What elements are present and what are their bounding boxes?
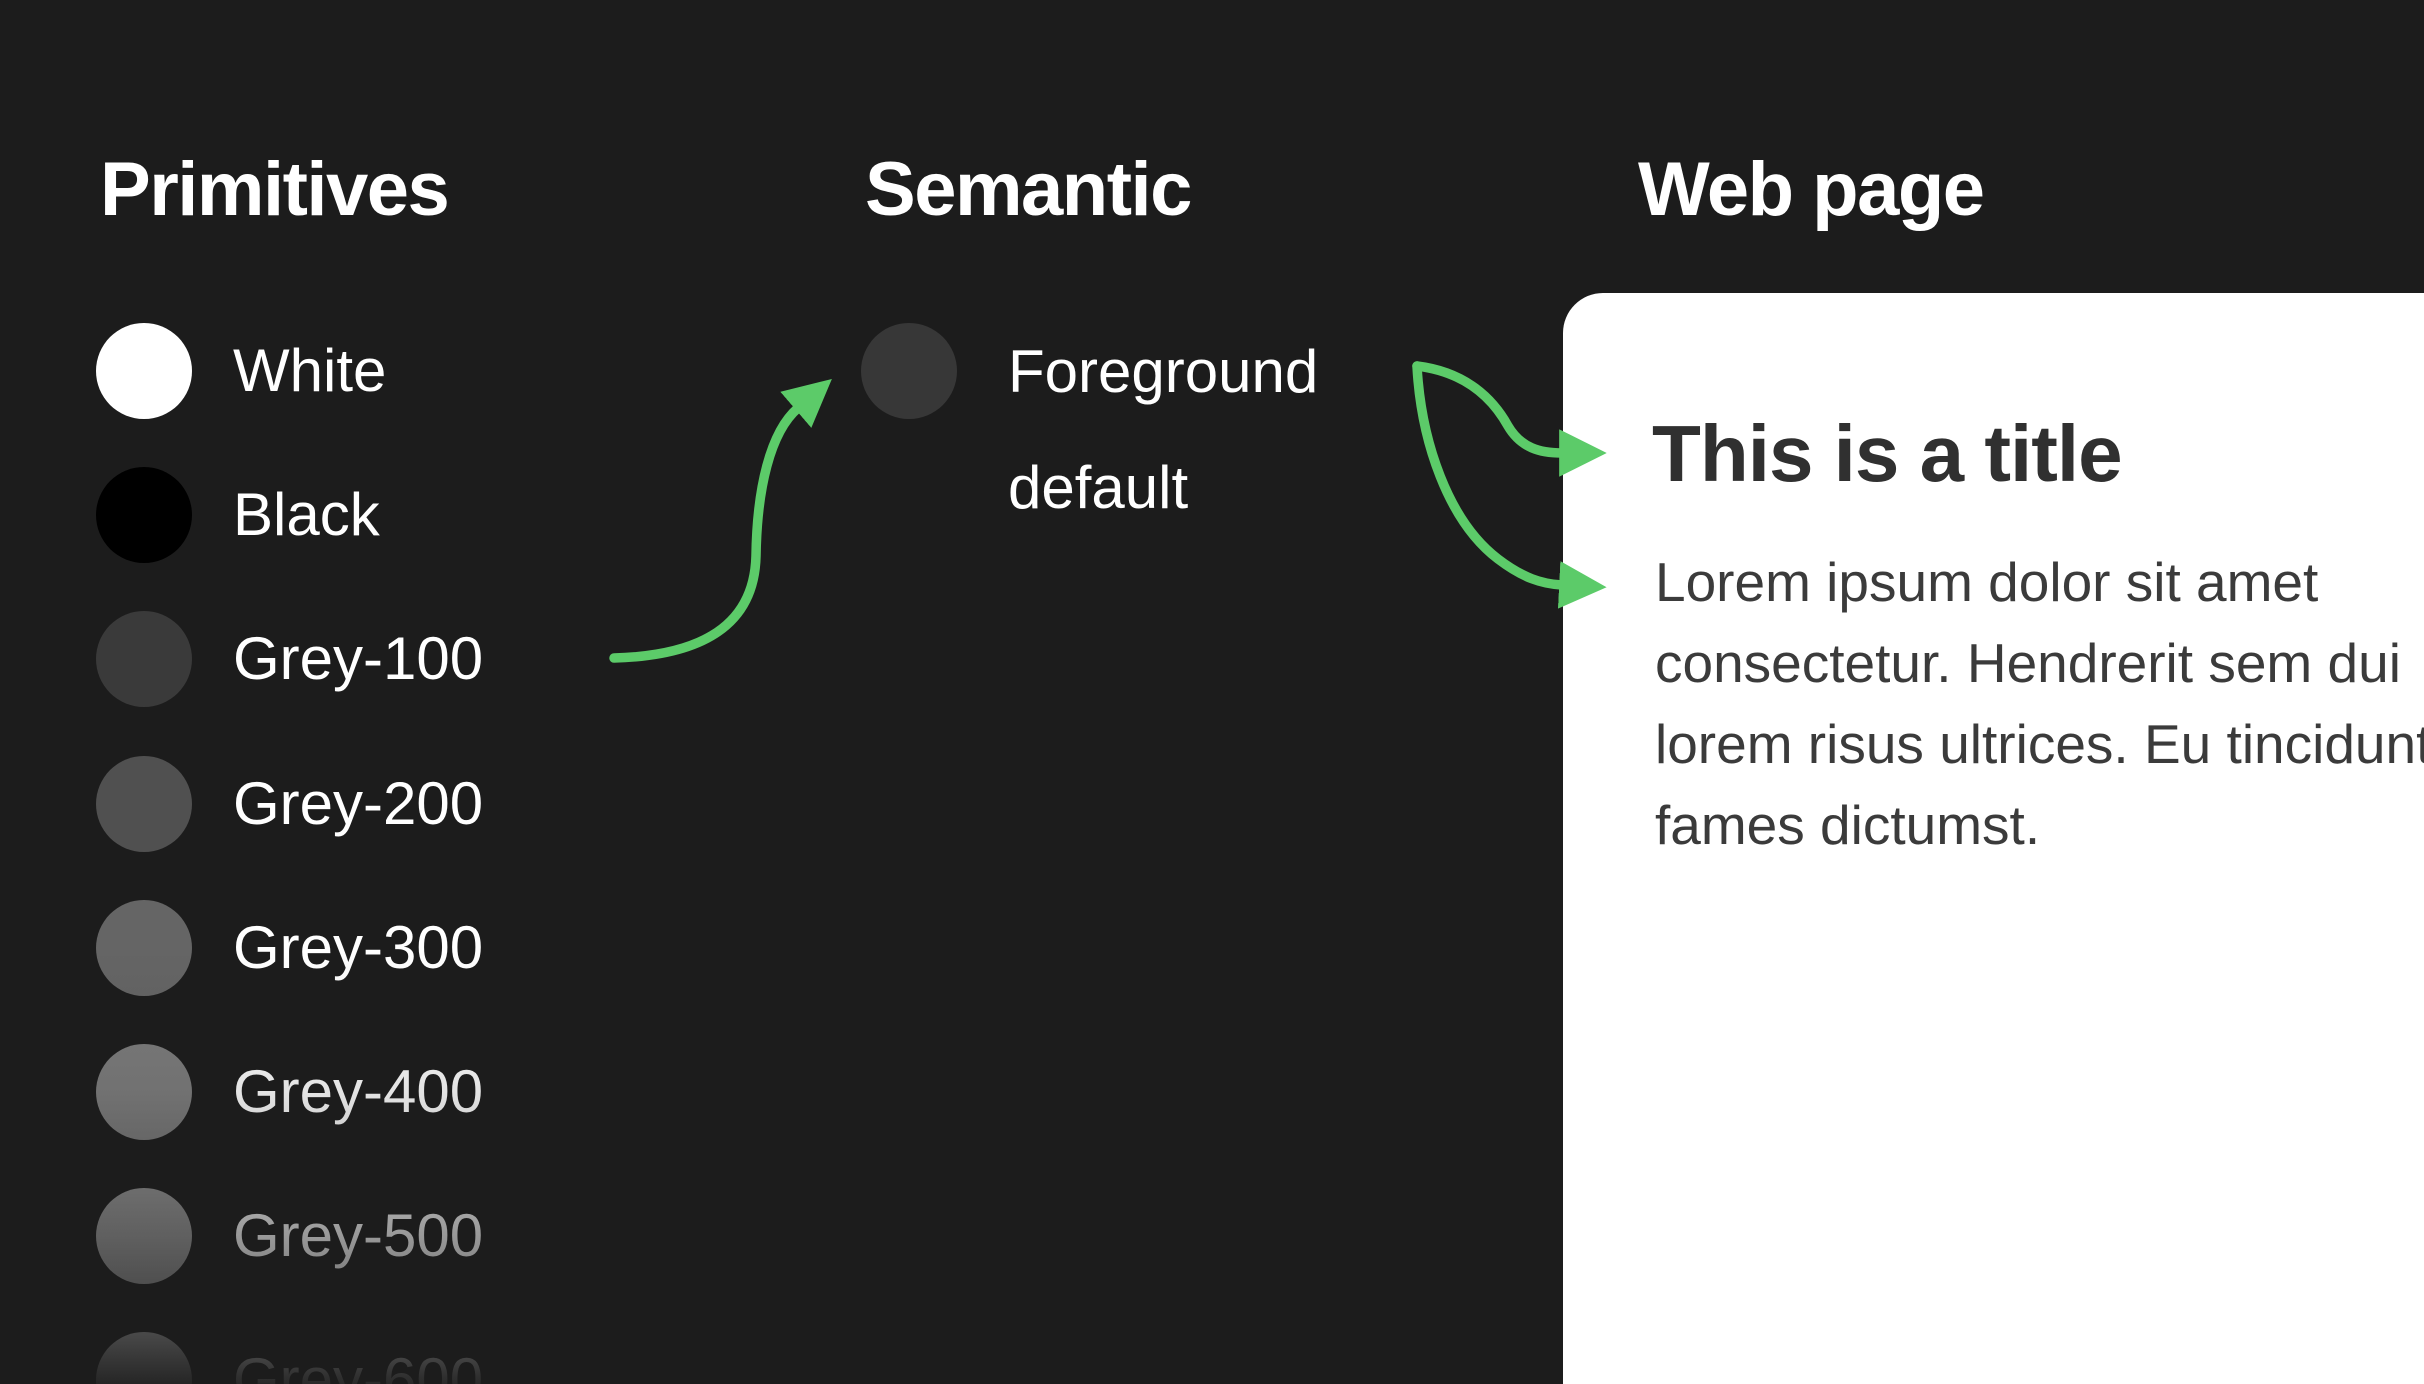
card-title: This is a title bbox=[1652, 409, 2123, 498]
arrow-foreground-to-paragraph bbox=[1412, 361, 1607, 609]
foreground-default-label-line2: default bbox=[1008, 454, 1189, 521]
foreground-default-label-line1: Foreground bbox=[1008, 338, 1319, 405]
grey-300-swatch-circle bbox=[96, 900, 192, 996]
swatch-label: Black bbox=[233, 481, 380, 548]
swatch-label: Grey-300 bbox=[233, 914, 484, 981]
grey-400-swatch-circle bbox=[96, 1044, 192, 1140]
card-body-line: fames dictumst. bbox=[1655, 794, 2041, 856]
webpage-card bbox=[1563, 293, 2424, 1384]
white-swatch-circle bbox=[96, 323, 192, 419]
swatch-row-grey-300: Grey-300 bbox=[96, 900, 483, 996]
swatch-row-white: White bbox=[96, 323, 386, 419]
card-body-paragraph: Lorem ipsum dolor sit amet consectetur. … bbox=[1655, 542, 2424, 866]
card-body-line: Lorem ipsum dolor sit amet bbox=[1655, 551, 2319, 613]
swatch-row-grey-200: Grey-200 bbox=[96, 756, 483, 852]
black-swatch-circle bbox=[96, 467, 192, 563]
grey-600-swatch-circle bbox=[96, 1332, 192, 1384]
swatch-label: White bbox=[233, 337, 387, 404]
arrow-grey100-to-foreground bbox=[609, 378, 832, 663]
grey-100-swatch-circle bbox=[96, 611, 192, 707]
swatch-row-grey-400: Grey-400 bbox=[96, 1044, 483, 1140]
primitives-heading: Primitives bbox=[100, 147, 450, 232]
card-body-line: lorem risus ultrices. Eu tincidunt bbox=[1655, 713, 2424, 775]
swatch-label: Grey-100 bbox=[233, 625, 484, 692]
webpage-heading: Web page bbox=[1638, 147, 1985, 232]
swatch-row-black: Black bbox=[96, 467, 380, 563]
bottom-fade-overlay bbox=[0, 950, 1030, 1384]
grey-200-swatch-circle bbox=[96, 756, 192, 852]
swatch-row-grey-100: Grey-100 bbox=[96, 611, 483, 707]
swatch-row-grey-500: Grey-500 bbox=[96, 1188, 483, 1284]
grey-500-swatch-circle bbox=[96, 1188, 192, 1284]
foreground-default-swatch-circle bbox=[861, 323, 957, 419]
foreground-default-label: Foreground default bbox=[1008, 314, 1318, 546]
swatch-label: Grey-600 bbox=[233, 1346, 484, 1384]
semantic-heading: Semantic bbox=[865, 147, 1192, 232]
swatch-label: Grey-500 bbox=[233, 1202, 484, 1269]
swatch-label: Grey-200 bbox=[233, 770, 484, 837]
swatch-row-grey-600: Grey-600 bbox=[96, 1332, 483, 1384]
card-body-line: consectetur. Hendrerit sem dui bbox=[1655, 632, 2401, 694]
arrow-foreground-to-title bbox=[1412, 361, 1607, 477]
swatch-label: Grey-400 bbox=[233, 1058, 484, 1125]
